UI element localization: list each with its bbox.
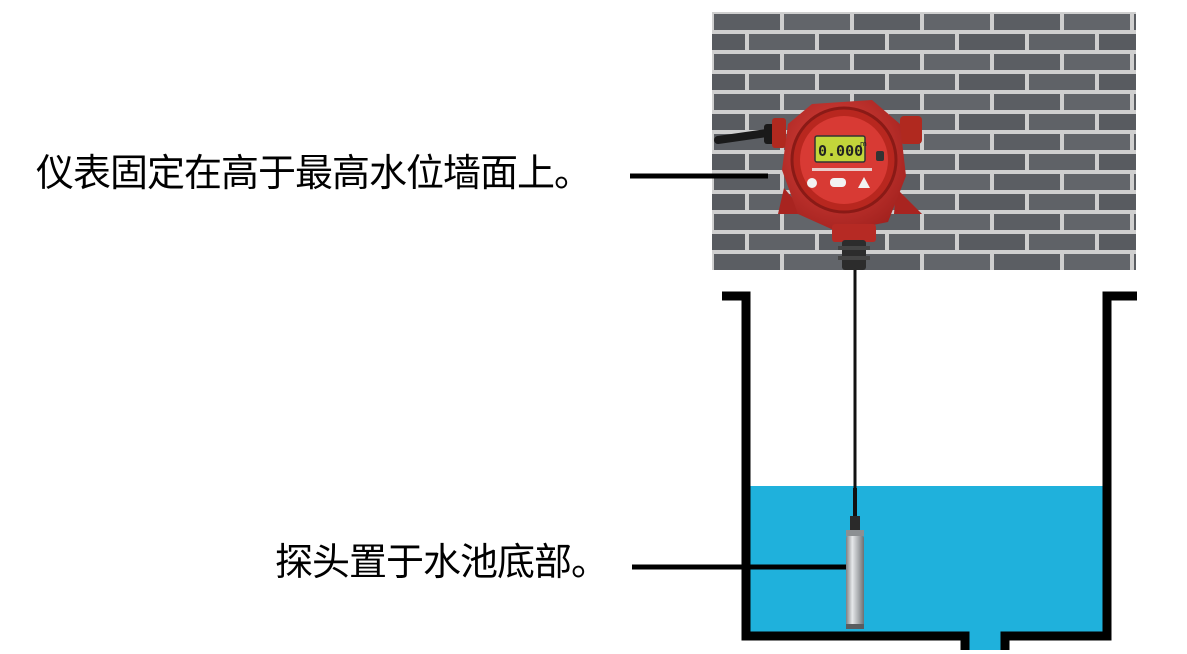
probe-label: 探头置于水池底部。: [275, 540, 609, 584]
lcd-reading: 0.000: [818, 142, 863, 160]
lcd-unit: m: [860, 140, 867, 148]
cloud-icon: [830, 178, 846, 187]
tank-wall-left: [722, 291, 970, 650]
side-button: [876, 151, 884, 161]
installation-label: 仪表固定在高于最高水位墙面上。: [36, 151, 592, 195]
pressure-probe: [846, 516, 864, 629]
warning-icon: [858, 177, 870, 188]
level-transmitter: 0.000 m: [714, 100, 922, 270]
lcd-display: [814, 135, 866, 163]
water-outlet: [965, 634, 1005, 650]
status-indicator-icon: [807, 178, 817, 188]
water: [746, 486, 1106, 636]
tank-wall-right: [1000, 291, 1137, 650]
cable-gland: [842, 240, 866, 270]
